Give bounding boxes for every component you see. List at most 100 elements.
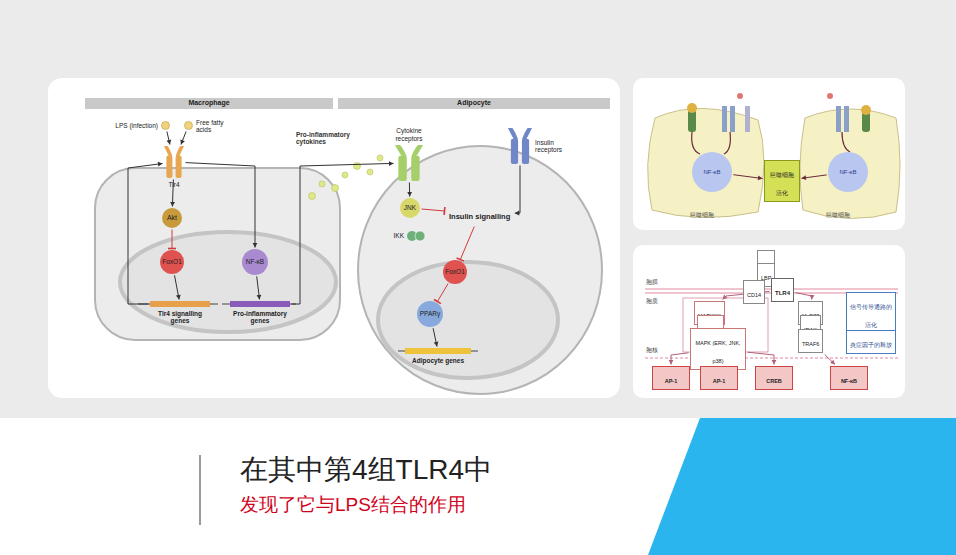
complex-symbol-shape [407, 228, 425, 244]
arrow-head [723, 295, 728, 300]
connector [292, 161, 394, 304]
gene-bar-shape [405, 348, 471, 354]
nucleus [378, 262, 558, 378]
receptor-symbol: Insulin receptors [508, 128, 532, 164]
protein-circle: JNK [400, 198, 420, 218]
node-text: 炎症因子的释放 [850, 342, 892, 348]
node-text: Insulin receptors [535, 139, 579, 154]
signal-curve [724, 132, 730, 154]
factor-box: AP-1 [652, 366, 690, 390]
node-text: NF-κB [246, 258, 264, 265]
node-text: NF-κB [840, 169, 857, 176]
region-label: 胞膜 [646, 279, 658, 285]
receptor-symbol-shape [395, 145, 423, 181]
connector [175, 275, 181, 299]
flow-label: Pro-inflammatory cytokines [296, 131, 362, 146]
receptor-icons [687, 93, 871, 132]
connector [168, 230, 176, 249]
arrow-head [158, 162, 163, 167]
node-text: IKK [384, 232, 404, 239]
connector [433, 328, 438, 346]
gene-bar: Tlr4 signalling genes [150, 301, 210, 307]
node-text: Pro-inflammatory genes [229, 310, 291, 325]
lps-dot-shape [161, 121, 170, 130]
arrow-head [180, 139, 184, 144]
connector [457, 227, 475, 262]
macrophage-cell [95, 168, 340, 340]
arrow-head [830, 360, 835, 365]
connector-line [186, 163, 256, 248]
node-text: Cytokine receptors [384, 127, 434, 142]
gene-bar: Adipocyte genes [405, 348, 471, 354]
receptor-symbol: Tlr4 [164, 146, 184, 178]
fatty-acid-dot: Free fatty acids [184, 121, 193, 130]
node-text: TLR4 [775, 290, 790, 296]
lps-dot: LPS (infection) [161, 121, 170, 130]
complex-symbol: IKK [407, 228, 425, 244]
gene-bar: Pro-inflammatory genes [230, 301, 290, 307]
pathway-text: Insulin signalling [446, 203, 513, 225]
arrow-head [257, 295, 262, 300]
arrow-head [170, 202, 175, 207]
nucleus-circle: NF-κB [692, 152, 732, 192]
region-label: 胞核 [646, 347, 658, 353]
connector [796, 293, 815, 300]
arrow-head [167, 140, 172, 145]
receptor-box: TLR4 [771, 278, 794, 302]
header-band: Macrophage [85, 98, 333, 109]
nucleus-circle: NF-κB [828, 152, 868, 192]
factor-box: NF-κB [830, 366, 868, 390]
side-panel [633, 78, 905, 230]
connector [257, 276, 262, 299]
protein-circle: FoxO1 [443, 260, 467, 284]
node-text: AP-1 [665, 378, 678, 384]
note-box: 信号传导通路的活化 [846, 292, 896, 334]
node-text: 信号传导通路的活化 [850, 304, 892, 328]
protein-circle: NF-κB [242, 249, 268, 275]
arrow-head [407, 192, 412, 197]
arrow-head [669, 360, 674, 365]
adaptor-box: TRAF6 [798, 329, 823, 353]
header-band: Adipocyte [338, 98, 610, 109]
gene-bar-shape [230, 301, 290, 307]
fatty-acid-dot-shape [184, 121, 193, 130]
receptor-symbol-shape [164, 146, 184, 178]
connector [748, 352, 777, 364]
receptor-symbol: Cytokine receptors [395, 145, 423, 181]
node-text: NF-κB [841, 378, 857, 384]
node-text: 巨噬细胞活化 [770, 172, 794, 196]
connector-line [422, 209, 445, 211]
connector [434, 284, 448, 304]
molecule-box: CD14 [743, 280, 765, 304]
arrow-head [253, 243, 258, 248]
connector [825, 355, 835, 365]
node-text: Akt [167, 214, 177, 222]
connector-line [172, 230, 173, 249]
node-text: CREB [766, 378, 782, 384]
node-text: Adipocyte genes [403, 357, 473, 364]
caption-text: 发现了它与LPS结合的作用 [240, 494, 466, 516]
arrow-head [515, 211, 520, 216]
connector-line [515, 166, 520, 214]
arrow-head [176, 295, 181, 300]
node-text: Free fatty acids [196, 118, 236, 133]
node-text: NF-κB [704, 169, 721, 176]
cell-label: 巨噬细胞 [826, 212, 850, 219]
node-text: JNK [404, 204, 416, 211]
gene-bar-shape [150, 301, 210, 307]
nucleus-line [645, 358, 898, 359]
connector-line [825, 355, 835, 365]
adipocyte-cell [358, 146, 602, 394]
signal-curve [842, 132, 850, 152]
side-panel [633, 245, 905, 398]
process-box: 巨噬细胞活化 [764, 160, 800, 202]
node-text: Macrophage [188, 99, 229, 107]
caption-band [0, 418, 956, 555]
arrow-head [810, 295, 815, 300]
connector [733, 175, 762, 181]
node-text: PPARγ [420, 310, 440, 317]
arrow-head [434, 342, 439, 347]
caption-text: 在其中第4组TLR4中 [240, 454, 492, 486]
node-text: FoxO1 [445, 268, 465, 275]
